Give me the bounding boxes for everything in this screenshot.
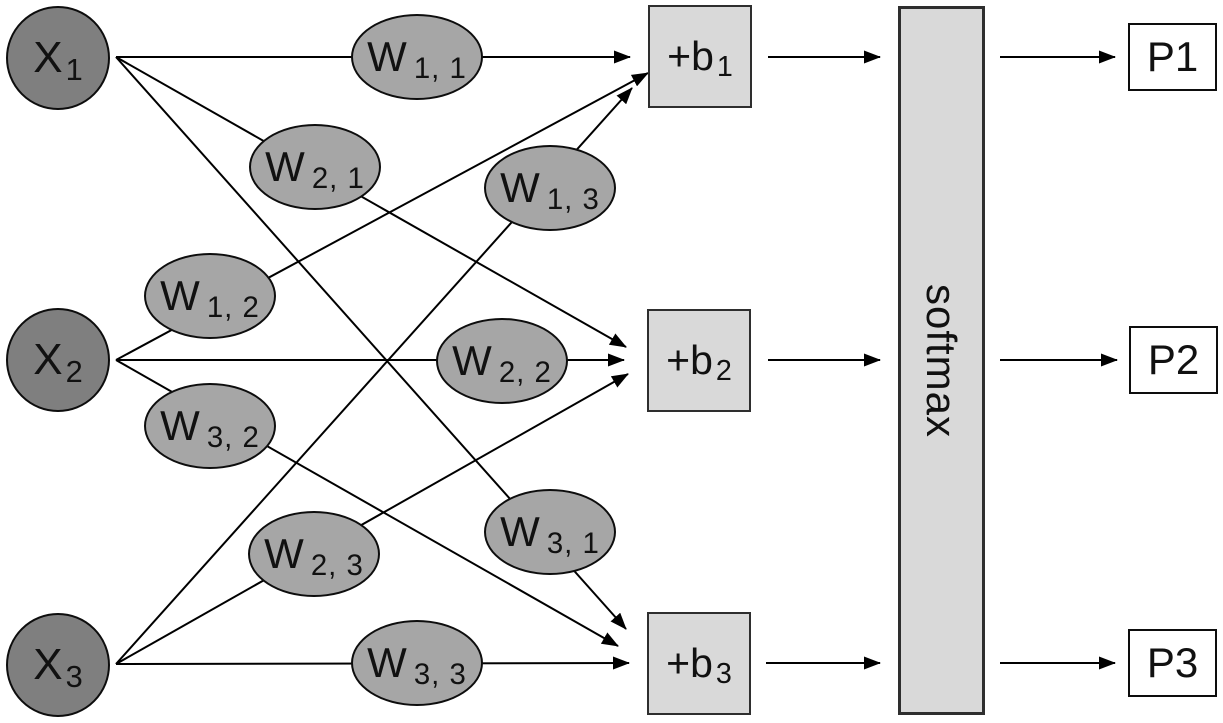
weight-subscript: 1, 3	[546, 182, 600, 216]
input-subscript: 1	[65, 52, 83, 88]
bias-label: +b	[666, 640, 713, 686]
input-subscript: 3	[65, 659, 83, 695]
softmax-label: softmax	[918, 283, 966, 438]
weight-subscript: 3, 2	[206, 420, 260, 454]
weight-subscript: 2, 1	[311, 161, 365, 195]
weight-label: W	[265, 143, 305, 190]
softmax-block: softmax	[898, 6, 985, 715]
weight-label: W	[160, 272, 200, 319]
weight-subscript: 2, 3	[310, 548, 364, 582]
input-subscript: 2	[65, 354, 83, 390]
weight-subscript: 3, 3	[413, 657, 467, 691]
output-label: P2	[1147, 336, 1200, 383]
weight-subscript: 1, 2	[206, 290, 260, 324]
weight-label: W	[367, 639, 407, 686]
bias-subscript: 2	[715, 355, 732, 388]
weight-subscript: 1, 1	[413, 51, 467, 85]
weight-label: W	[160, 402, 200, 449]
edge-x1-b2	[115, 56, 627, 348]
weight-label: W	[367, 33, 407, 80]
output-label: P3	[1146, 639, 1199, 686]
output-node-p2: P2	[1129, 326, 1218, 394]
weight-subscript: 3, 1	[546, 526, 600, 560]
weight-label: W	[500, 508, 540, 555]
weight-label: W	[500, 164, 540, 211]
weight-subscript: 2, 2	[498, 355, 552, 389]
bias-subscript: 1	[716, 51, 733, 84]
input-label: X	[33, 640, 63, 689]
input-label: X	[33, 33, 63, 82]
output-label: P1	[1146, 33, 1199, 80]
weight-label: W	[452, 337, 492, 384]
weight-label: W	[264, 530, 304, 577]
edge-x3-b2	[115, 373, 629, 665]
bias-label: +b	[666, 337, 713, 383]
bias-subscript: 3	[715, 658, 732, 691]
input-label: X	[33, 335, 63, 384]
output-node-p3: P3	[1128, 629, 1217, 697]
output-node-p1: P1	[1128, 23, 1217, 91]
bias-label: +b	[667, 33, 714, 79]
